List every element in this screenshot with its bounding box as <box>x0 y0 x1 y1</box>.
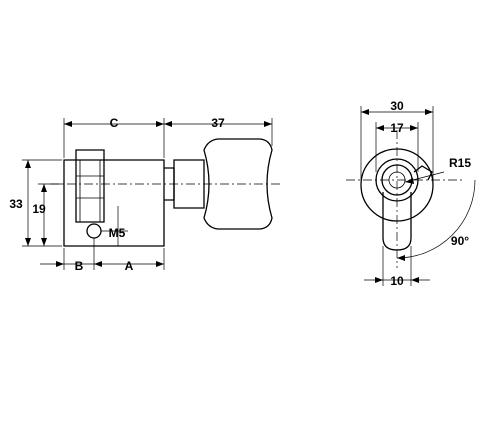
fixing-screw-hole <box>86 223 102 239</box>
cam-slot <box>75 160 105 223</box>
label-c: C <box>110 116 119 130</box>
label-37: 37 <box>211 116 225 130</box>
rotation-arc-90 <box>396 179 476 259</box>
cylinder-body <box>63 159 165 247</box>
shaft-collar <box>173 159 205 209</box>
label-m5: M5 <box>109 226 126 240</box>
label-17: 17 <box>390 121 404 135</box>
thumb-turn-knob <box>203 138 273 230</box>
label-19: 19 <box>32 202 46 216</box>
plug-front <box>75 149 105 160</box>
label-30: 30 <box>390 99 404 113</box>
label-r15: R15 <box>449 156 471 170</box>
plug-ring-2 <box>76 175 104 199</box>
front-view: 30 17 R15 90° 10 <box>346 99 476 288</box>
label-a: A <box>125 259 134 273</box>
side-view: C 37 33 19 M5 B A <box>9 116 282 273</box>
label-10: 10 <box>390 274 404 288</box>
label-33: 33 <box>9 197 23 211</box>
plug-ring-1 <box>79 160 101 222</box>
label-b: B <box>75 259 84 273</box>
label-90: 90° <box>451 234 469 248</box>
